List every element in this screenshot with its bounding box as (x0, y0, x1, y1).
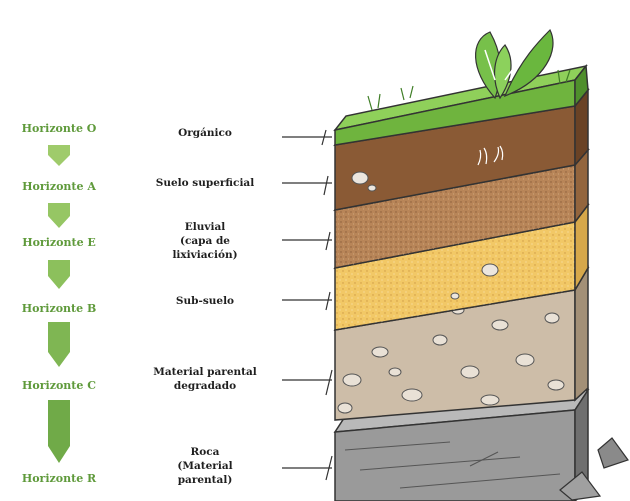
leader-lines (282, 130, 332, 480)
